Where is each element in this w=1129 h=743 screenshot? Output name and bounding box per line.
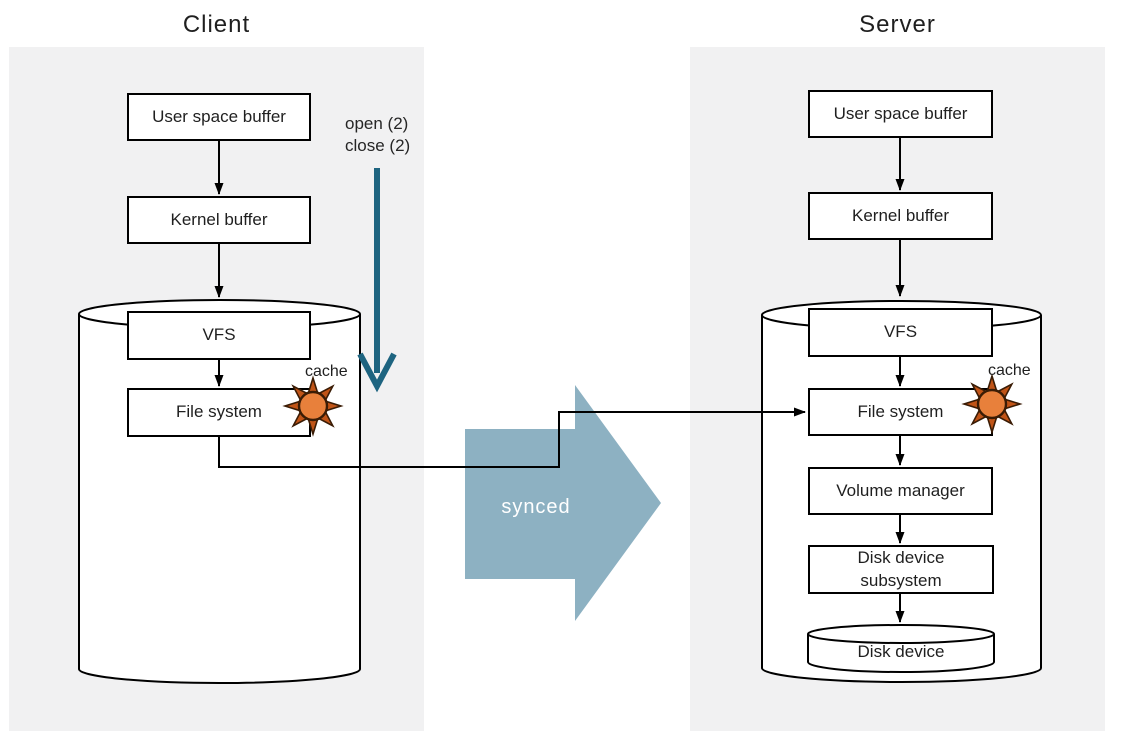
client-vfs-box: VFS [127, 311, 311, 360]
client-cache-label: cache [305, 363, 348, 380]
syscall-open-label: open (2) [345, 114, 409, 133]
server-user-space-buffer-box: User space buffer [808, 90, 993, 138]
client-file-system-box: File system [127, 388, 311, 437]
client-kernel-buffer-box: Kernel buffer [127, 196, 311, 244]
server-disk-device-subsystem-box: Disk device subsystem [808, 545, 994, 594]
synced-arrow [465, 385, 661, 621]
client-title: Client [182, 11, 251, 38]
syscall-close-label: close (2) [345, 136, 411, 155]
server-title: Server [859, 11, 936, 38]
syscall-label: open (2) close (2) [345, 113, 410, 157]
server-file-system-box: File system [808, 388, 993, 436]
synced-arrow-label: synced [501, 496, 570, 518]
server-cache-label: cache [988, 362, 1031, 379]
server-volume-manager-box: Volume manager [808, 467, 993, 515]
disk-device-label: Disk device [857, 642, 945, 661]
server-vfs-box: VFS [808, 308, 993, 357]
client-user-space-buffer-box: User space buffer [127, 93, 311, 141]
server-kernel-buffer-box: Kernel buffer [808, 192, 993, 240]
